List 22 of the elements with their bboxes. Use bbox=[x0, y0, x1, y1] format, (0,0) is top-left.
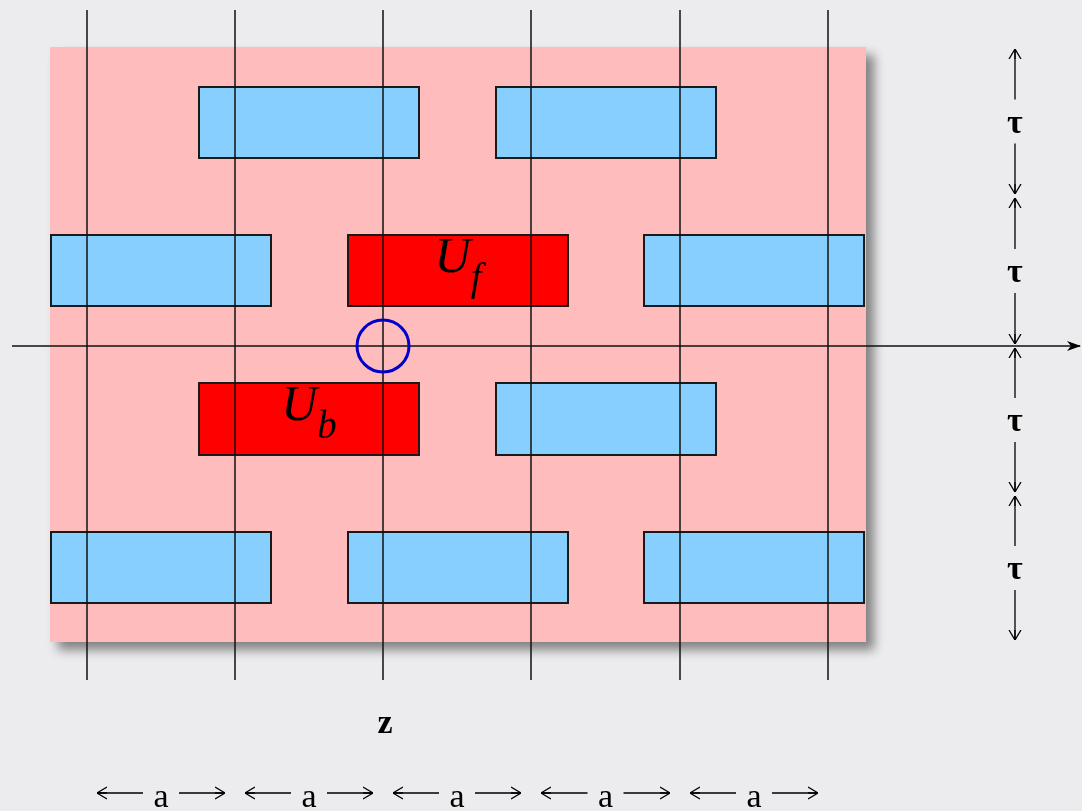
dimension-label: a bbox=[153, 779, 169, 811]
dimension-label: τ bbox=[1007, 254, 1023, 288]
gate-box-highlighted bbox=[198, 382, 420, 456]
gate-box bbox=[495, 86, 717, 159]
dimension-label: a bbox=[301, 779, 317, 811]
gate-box bbox=[347, 531, 569, 604]
dimension-label: a bbox=[746, 779, 762, 811]
gate-box bbox=[198, 86, 420, 159]
gate-box bbox=[495, 382, 717, 456]
gate-label: U$_{b}$ bbox=[281, 378, 337, 444]
background-panel bbox=[50, 47, 866, 642]
gate-box bbox=[643, 234, 865, 307]
gate-box bbox=[50, 531, 272, 604]
gate-box bbox=[50, 234, 272, 307]
dimension-label: a bbox=[598, 779, 614, 811]
dimension-label: τ bbox=[1007, 551, 1023, 585]
dimension-label: τ bbox=[1007, 104, 1023, 139]
dimension-label: a bbox=[449, 779, 465, 811]
dimension-label: τ bbox=[1007, 403, 1023, 437]
gate-box-highlighted bbox=[347, 234, 569, 307]
axis-label: z bbox=[377, 705, 393, 739]
gate-box bbox=[643, 531, 865, 604]
